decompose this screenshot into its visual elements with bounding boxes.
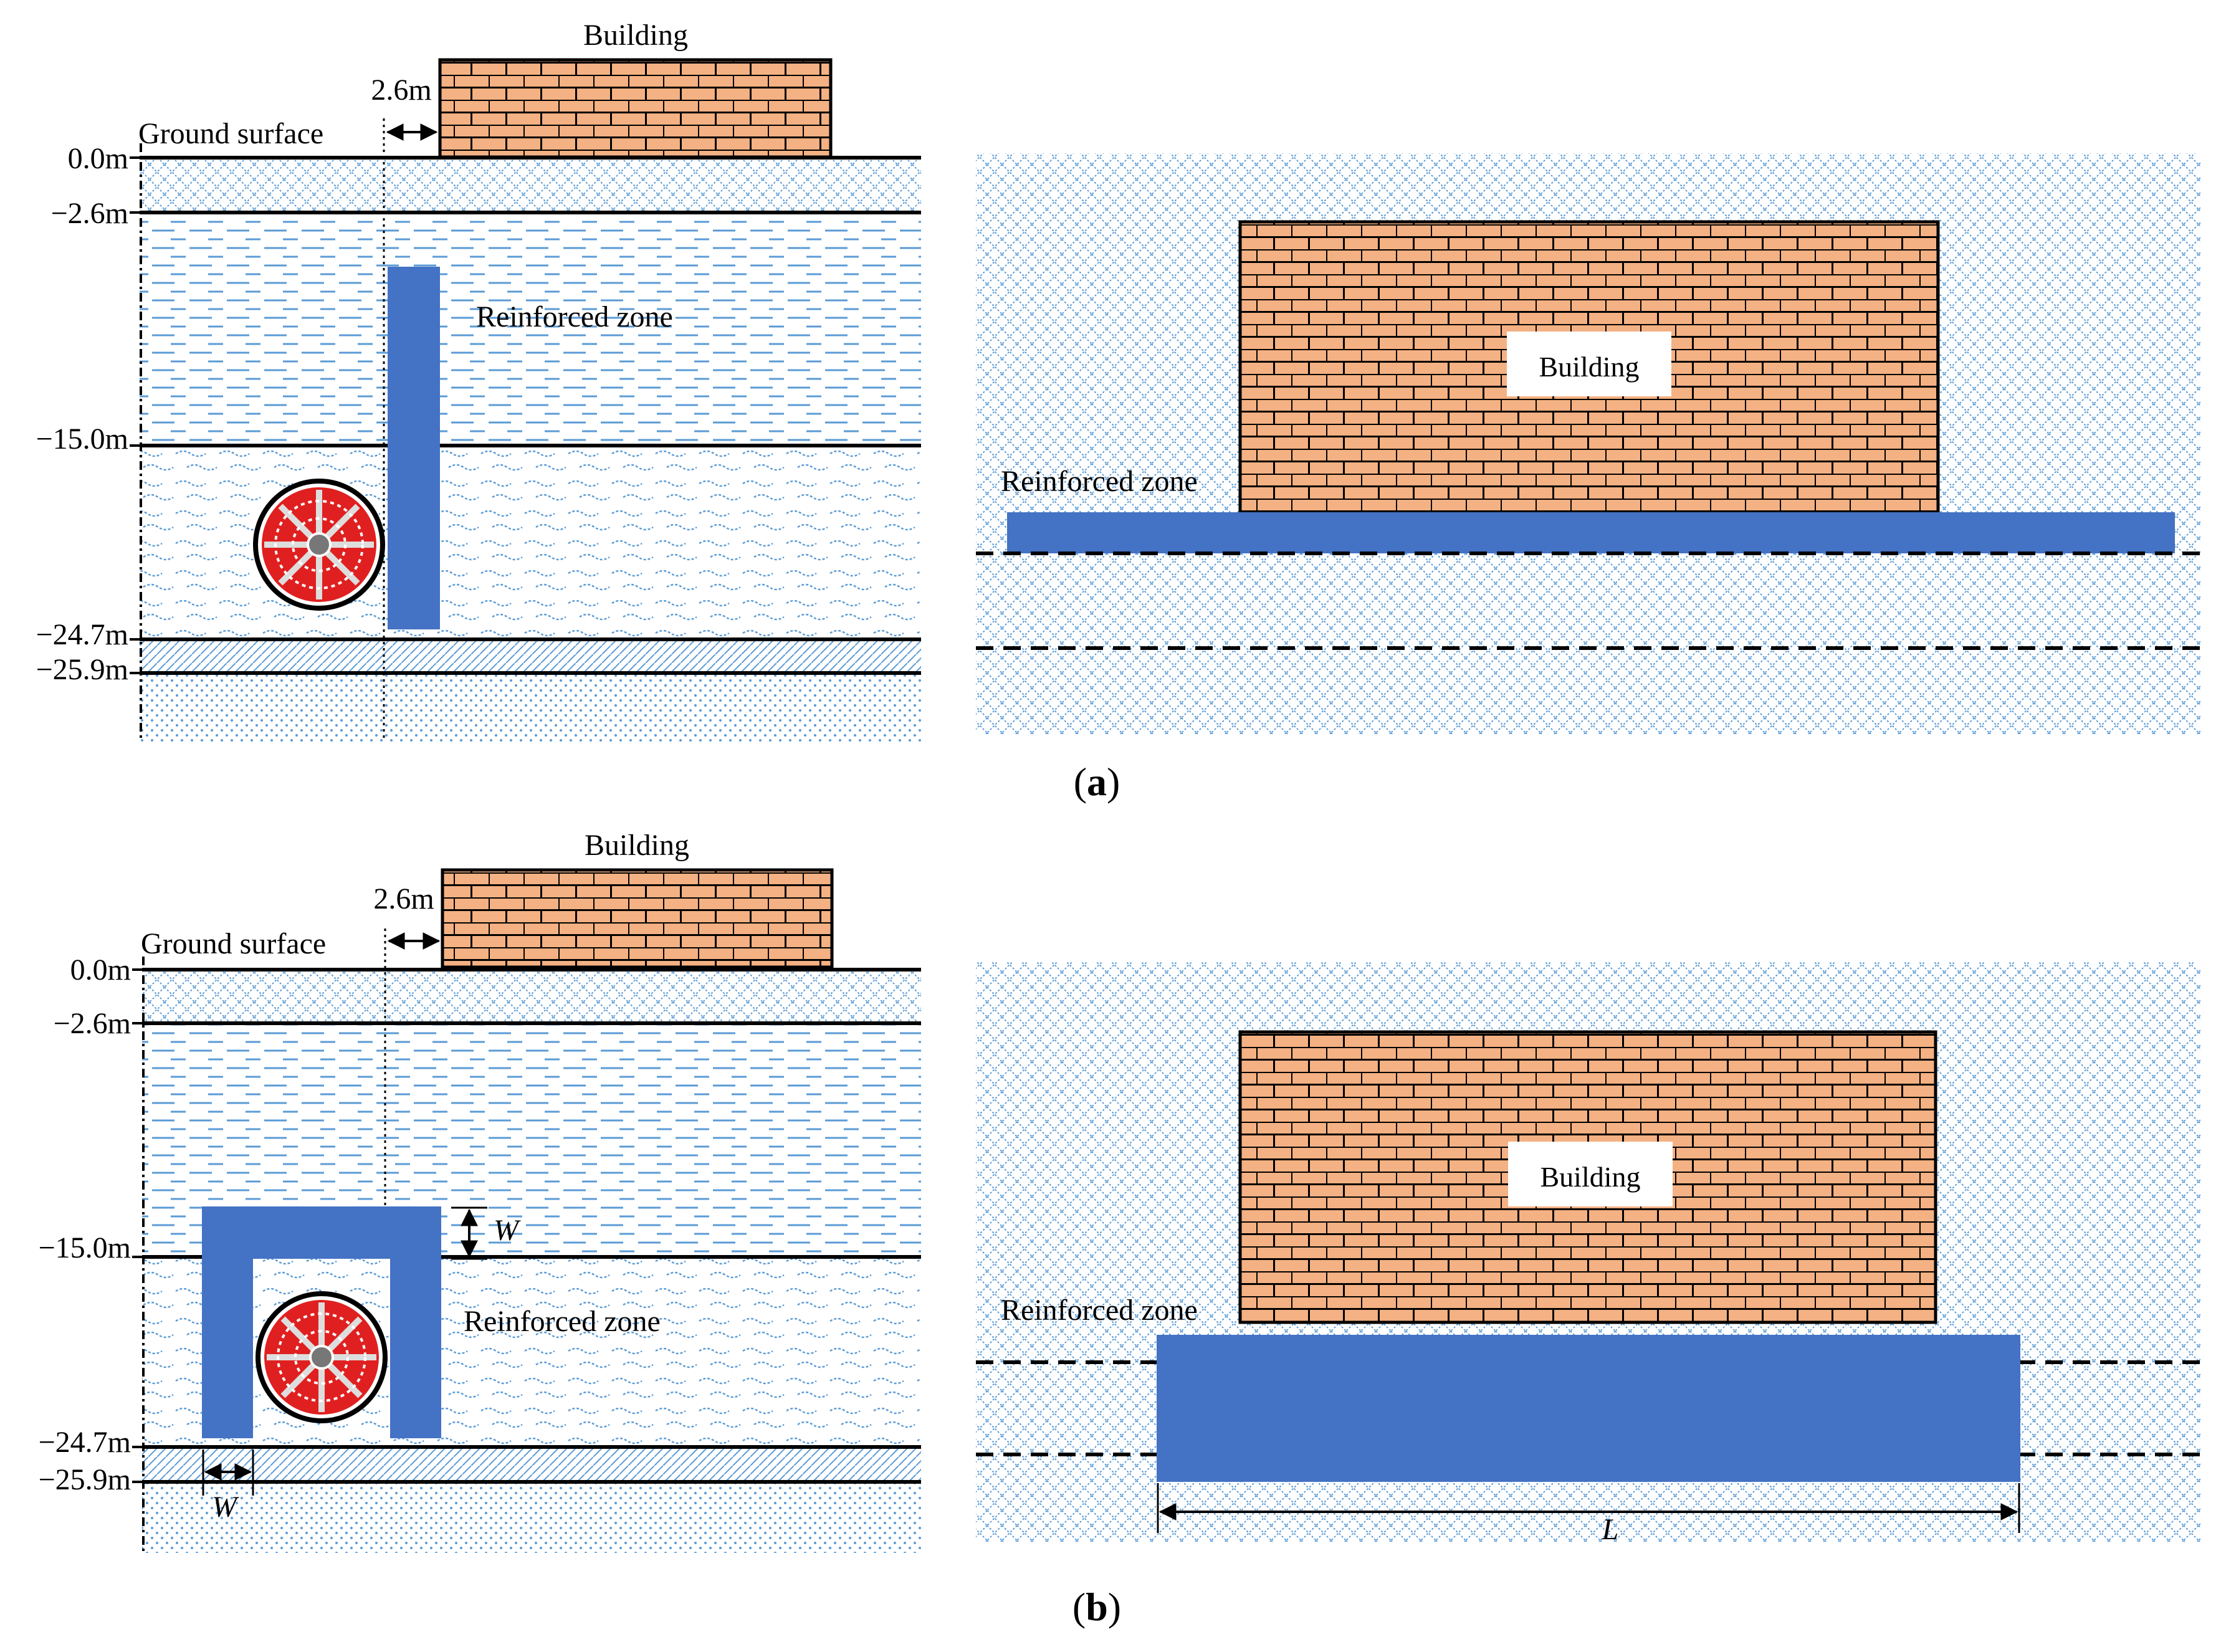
width-label: W — [494, 1214, 521, 1247]
depth-label: −2.6m — [54, 1007, 131, 1040]
reinforced-zone — [1007, 512, 2175, 553]
building-label-box — [1508, 1142, 1673, 1206]
reinforced-zone-right — [390, 1206, 441, 1438]
building-label: Building — [1539, 351, 1639, 383]
soil-layer-sand — [140, 673, 921, 742]
ground-surface-label: Ground surface — [138, 117, 323, 150]
ground-surface-label: Ground surface — [141, 927, 326, 960]
offset-label: 2.6m — [373, 882, 434, 915]
reinforced-zone-label: Reinforced zone — [476, 300, 673, 333]
building — [441, 868, 834, 969]
depth-label: −25.9m — [36, 653, 128, 686]
section-a: Building 2.6m Ground surface Reinforced … — [36, 19, 921, 742]
plan-b: Building Reinforced zone L — [976, 962, 2201, 1546]
section-b: W W Building 2.6m Ground surface Reinfor… — [39, 829, 921, 1553]
building-label: Building — [1540, 1161, 1640, 1193]
building-label: Building — [583, 19, 688, 52]
reinforced-zone-label: Reinforced zone — [1001, 1294, 1198, 1327]
building — [438, 58, 833, 159]
depth-label: 0.0m — [68, 142, 128, 175]
plan-a: Building Reinforced zone — [976, 153, 2201, 734]
building-label: Building — [585, 829, 689, 862]
soil-layer-sand — [142, 1482, 921, 1553]
caption-b: (b) — [1072, 1585, 1121, 1629]
depth-label: 0.0m — [70, 953, 131, 986]
length-label: L — [1602, 1513, 1619, 1546]
reinforced-zone-label: Reinforced zone — [1001, 465, 1198, 498]
depth-label: −25.9m — [39, 1463, 131, 1496]
tbm-cutterhead-icon — [258, 1294, 385, 1421]
soil-layer-fill — [142, 970, 921, 1023]
reinforced-zone — [388, 267, 440, 629]
depth-label: −2.6m — [51, 197, 128, 230]
reinforced-zone-label: Reinforced zone — [464, 1305, 661, 1338]
caption-a: (a) — [1074, 760, 1120, 804]
depth-label: −15.0m — [36, 423, 128, 456]
reinforced-zone-left — [202, 1206, 253, 1438]
reinforced-zone — [1157, 1335, 2020, 1482]
soil-layer-thin — [142, 1447, 921, 1482]
depth-label: −15.0m — [39, 1231, 131, 1264]
soil-layer-thin — [140, 639, 921, 673]
depth-label: −24.7m — [36, 618, 128, 651]
soil-layer-fill — [140, 158, 921, 212]
offset-label: 2.6m — [371, 74, 431, 107]
building-label-box — [1507, 332, 1671, 396]
width-label: W — [212, 1491, 239, 1524]
tbm-cutterhead-icon — [256, 481, 383, 608]
depth-label: −24.7m — [39, 1426, 131, 1459]
soil-layer-clay — [140, 212, 921, 446]
